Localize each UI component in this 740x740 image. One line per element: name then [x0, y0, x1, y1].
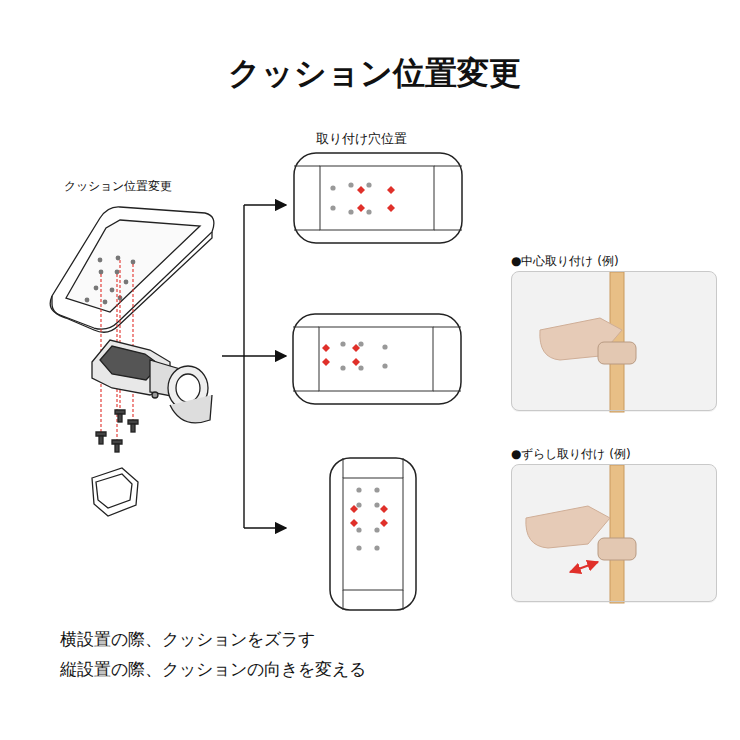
example-panel: ●中心取り付け (例) [511, 251, 717, 411]
part-label: クッション位置変更 [64, 178, 172, 195]
note-text: 横設置の際、クッションをズラす [60, 628, 315, 651]
panel-frame [511, 271, 717, 411]
panel-frame [511, 464, 717, 602]
bracket-arrows [222, 205, 286, 528]
example-photo [511, 272, 717, 412]
page-title: クッション位置変更 [4, 52, 740, 96]
mount-plate [330, 458, 416, 610]
example-panel: ●ずらし取り付け (例) [511, 444, 717, 602]
mount-plate [293, 314, 461, 404]
note-text: 縦設置の際、クッションの向きを変える [60, 658, 366, 681]
panel-heading: ●ずらし取り付け (例) [511, 444, 717, 464]
mount-plate [294, 153, 462, 243]
example-photo [511, 465, 717, 603]
exploded-view [50, 207, 214, 516]
panel-heading: ●中心取り付け (例) [511, 251, 717, 271]
section-label: 取り付け穴位置 [316, 130, 407, 148]
